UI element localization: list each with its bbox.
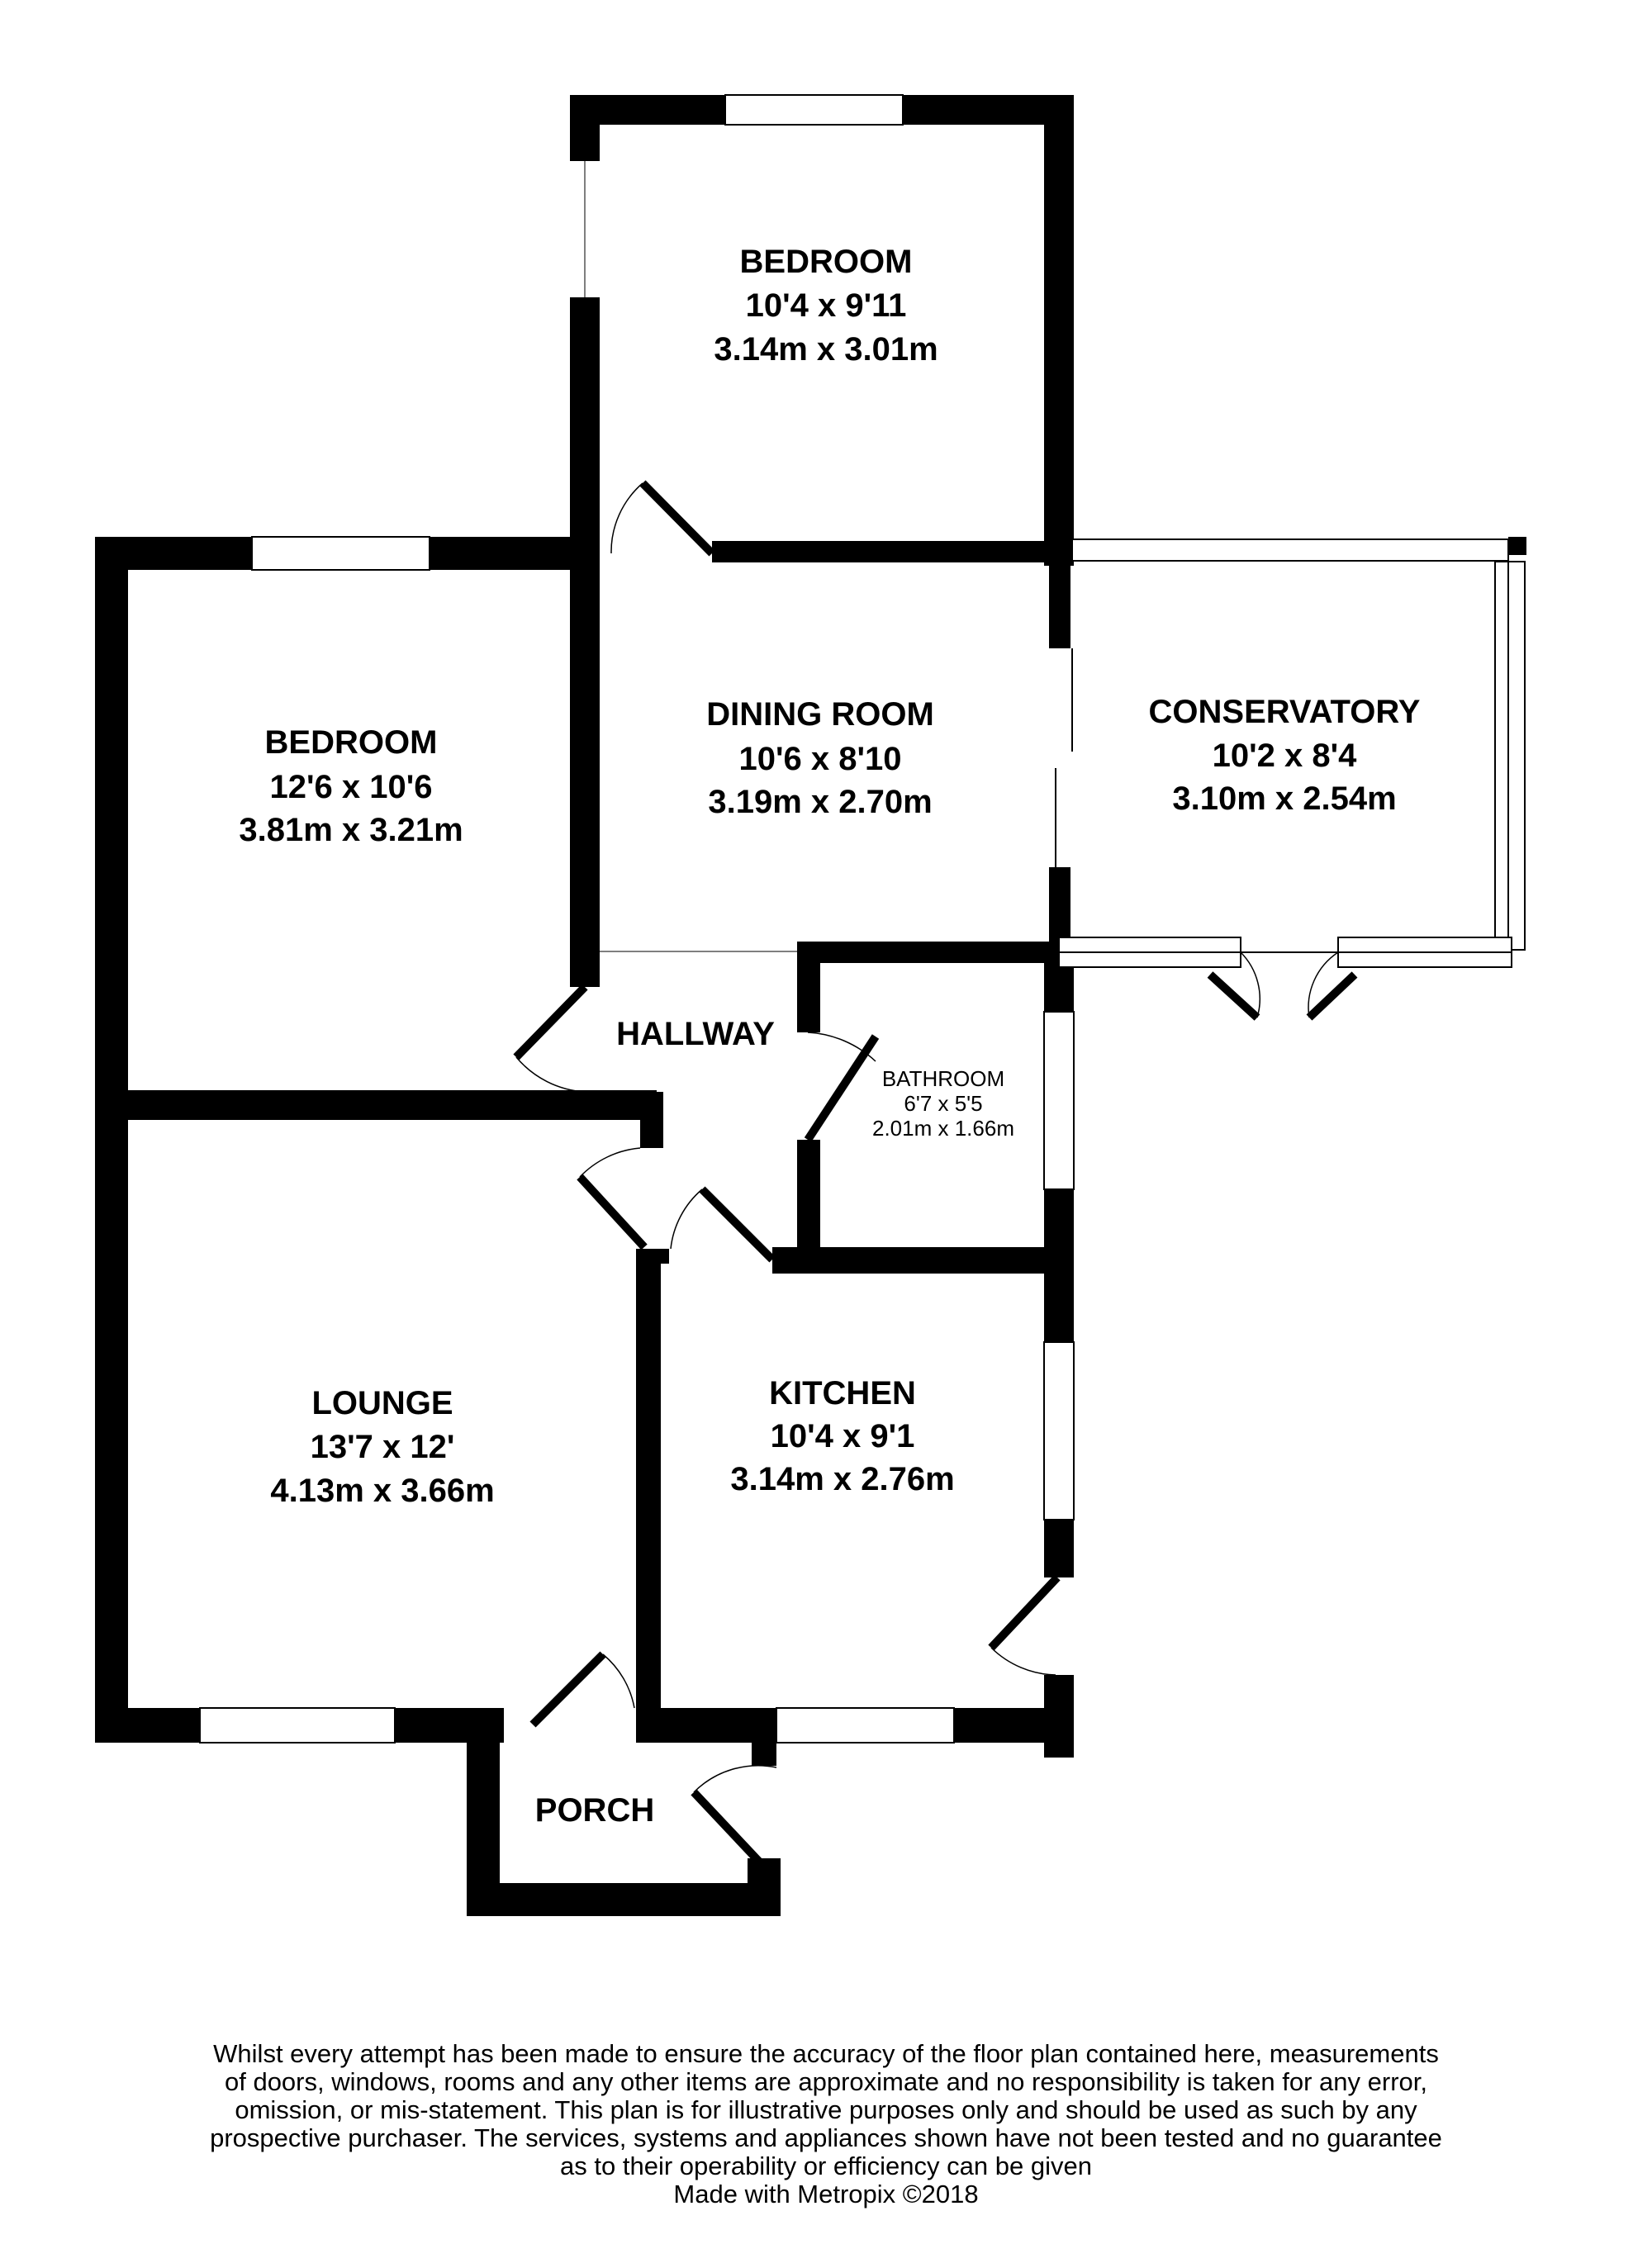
disclaimer: Whilst every attempt has been made to en…: [198, 2039, 1454, 2209]
room-size-imperial: 10'4 x 9'1: [771, 1418, 915, 1454]
windows: [199, 94, 1075, 1743]
room-name: PORCH: [535, 1792, 654, 1829]
room-size-metric: 3.14m x 2.76m: [730, 1461, 954, 1497]
room-size-metric: 3.81m x 3.21m: [239, 812, 463, 848]
openings: [584, 161, 797, 952]
room-size-imperial: 13'7 x 12': [311, 1429, 455, 1465]
credit-line: Made with Metropix ©2018: [673, 2180, 979, 2209]
doors: [513, 480, 1358, 1866]
room-kitchen: KITCHEN 10'4 x 9'1 3.14m x 2.76m: [730, 1375, 954, 1497]
room-name: BATHROOM: [882, 1066, 1004, 1091]
room-name: CONSERVATORY: [1149, 694, 1421, 730]
room-size-imperial: 10'6 x 8'10: [739, 741, 902, 777]
room-hallway: HALLWAY: [616, 1016, 775, 1052]
room-conservatory: CONSERVATORY 10'2 x 8'4 3.10m x 2.54m: [1149, 694, 1421, 817]
room-bedroom-left: BEDROOM 12'6 x 10'6 3.81m x 3.21m: [239, 724, 463, 848]
window-bathroom: [1043, 1011, 1075, 1190]
window-top-bedroom: [724, 94, 904, 126]
disclaimer-line: prospective purchaser. The services, sys…: [210, 2123, 1442, 2153]
room-name: KITCHEN: [769, 1375, 916, 1411]
window-lounge: [199, 1707, 396, 1743]
room-size-metric: 3.19m x 2.70m: [708, 784, 932, 820]
room-size-metric: 3.14m x 3.01m: [714, 331, 938, 368]
room-porch: PORCH: [535, 1792, 654, 1829]
floor-plan-drawing: BEDROOM 10'4 x 9'11 3.14m x 3.01m BEDROO…: [95, 94, 1526, 1916]
window-kitchen-bottom: [776, 1707, 955, 1743]
room-size-imperial: 12'6 x 10'6: [270, 769, 433, 805]
room-dining: DINING ROOM 10'6 x 8'10 3.19m x 2.70m: [706, 696, 934, 820]
room-size-metric: 4.13m x 3.66m: [270, 1473, 494, 1509]
room-name: DINING ROOM: [706, 696, 934, 733]
room-name: BEDROOM: [265, 724, 438, 761]
disclaimer-line: as to their operability or efficiency ca…: [560, 2151, 1092, 2181]
room-name: LOUNGE: [311, 1385, 453, 1421]
room-size-metric: 3.10m x 2.54m: [1172, 780, 1396, 817]
room-bedroom-top: BEDROOM 10'4 x 9'11 3.14m x 3.01m: [714, 244, 938, 368]
room-size-imperial: 10'4 x 9'11: [746, 287, 907, 324]
walls: [95, 95, 1526, 1916]
window-left-bedroom: [251, 536, 430, 571]
room-size-imperial: 6'7 x 5'5: [904, 1091, 982, 1116]
disclaimer-line: of doors, windows, rooms and any other i…: [224, 2067, 1427, 2097]
room-lounge: LOUNGE 13'7 x 12' 4.13m x 3.66m: [270, 1385, 494, 1509]
disclaimer-line: omission, or mis-statement. This plan is…: [235, 2095, 1417, 2125]
room-bathroom: BATHROOM 6'7 x 5'5 2.01m x 1.66m: [872, 1066, 1014, 1141]
conservatory-glazing: [1055, 538, 1526, 968]
room-name: BEDROOM: [740, 244, 913, 280]
room-name: HALLWAY: [616, 1016, 775, 1052]
window-kitchen-side: [1043, 1341, 1075, 1521]
room-size-imperial: 10'2 x 8'4: [1213, 738, 1357, 774]
disclaimer-line: Whilst every attempt has been made to en…: [213, 2039, 1439, 2068]
room-size-metric: 2.01m x 1.66m: [872, 1116, 1014, 1141]
